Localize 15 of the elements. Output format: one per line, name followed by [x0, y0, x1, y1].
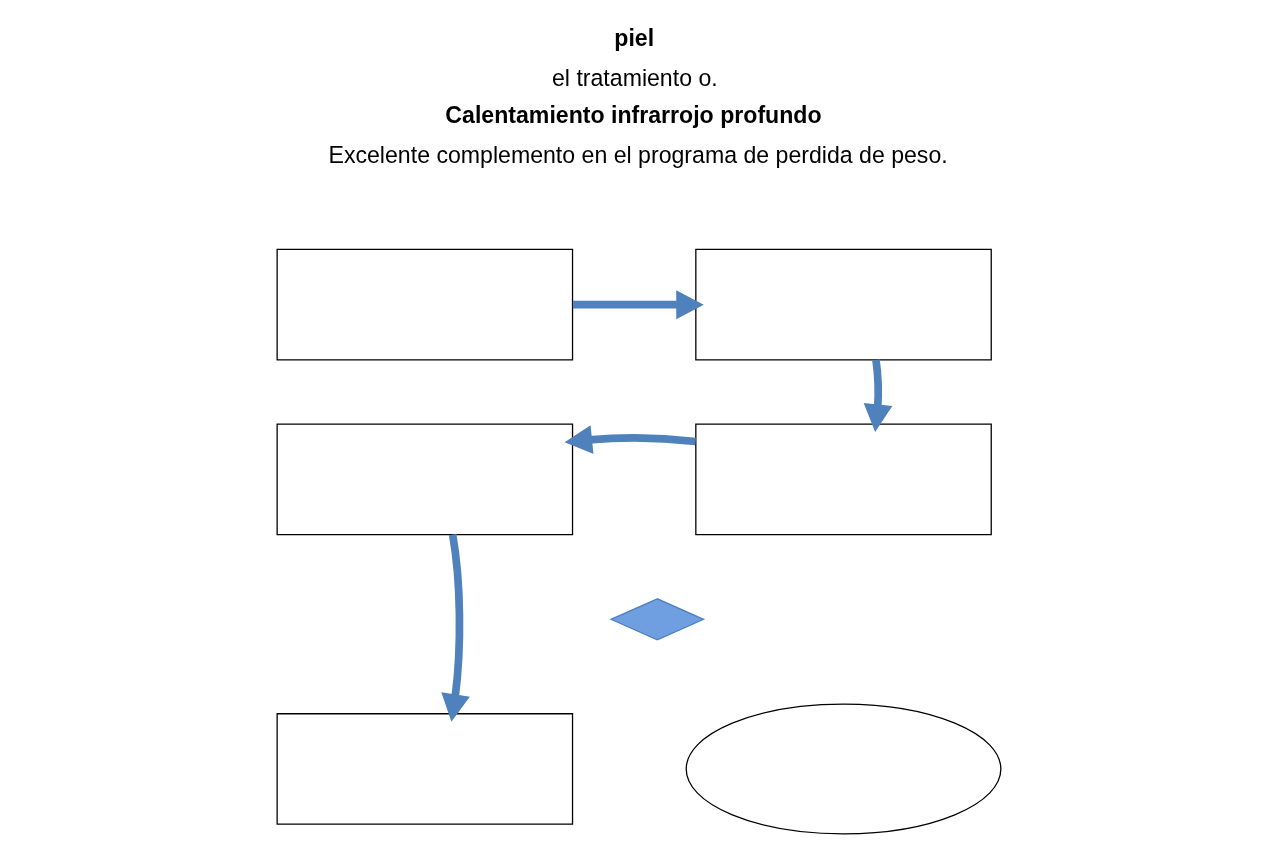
node-box: [695, 423, 992, 536]
arrow: [564, 425, 696, 454]
arrow: [572, 290, 704, 320]
arrow: [441, 534, 470, 722]
node-box: [695, 248, 992, 361]
node-box: [276, 423, 574, 536]
arrow: [863, 359, 893, 432]
node-diamond: [609, 598, 706, 641]
label: Excelente complemento en el programa de perdida de peso.: [328, 141, 948, 168]
node-ellipse: [685, 703, 1002, 835]
label: el tratamiento o.: [551, 64, 718, 91]
label: piel: [614, 24, 655, 51]
node-box: [276, 248, 574, 361]
label: Calentamiento infrarrojo profundo: [445, 101, 822, 128]
node-box: [276, 713, 574, 825]
